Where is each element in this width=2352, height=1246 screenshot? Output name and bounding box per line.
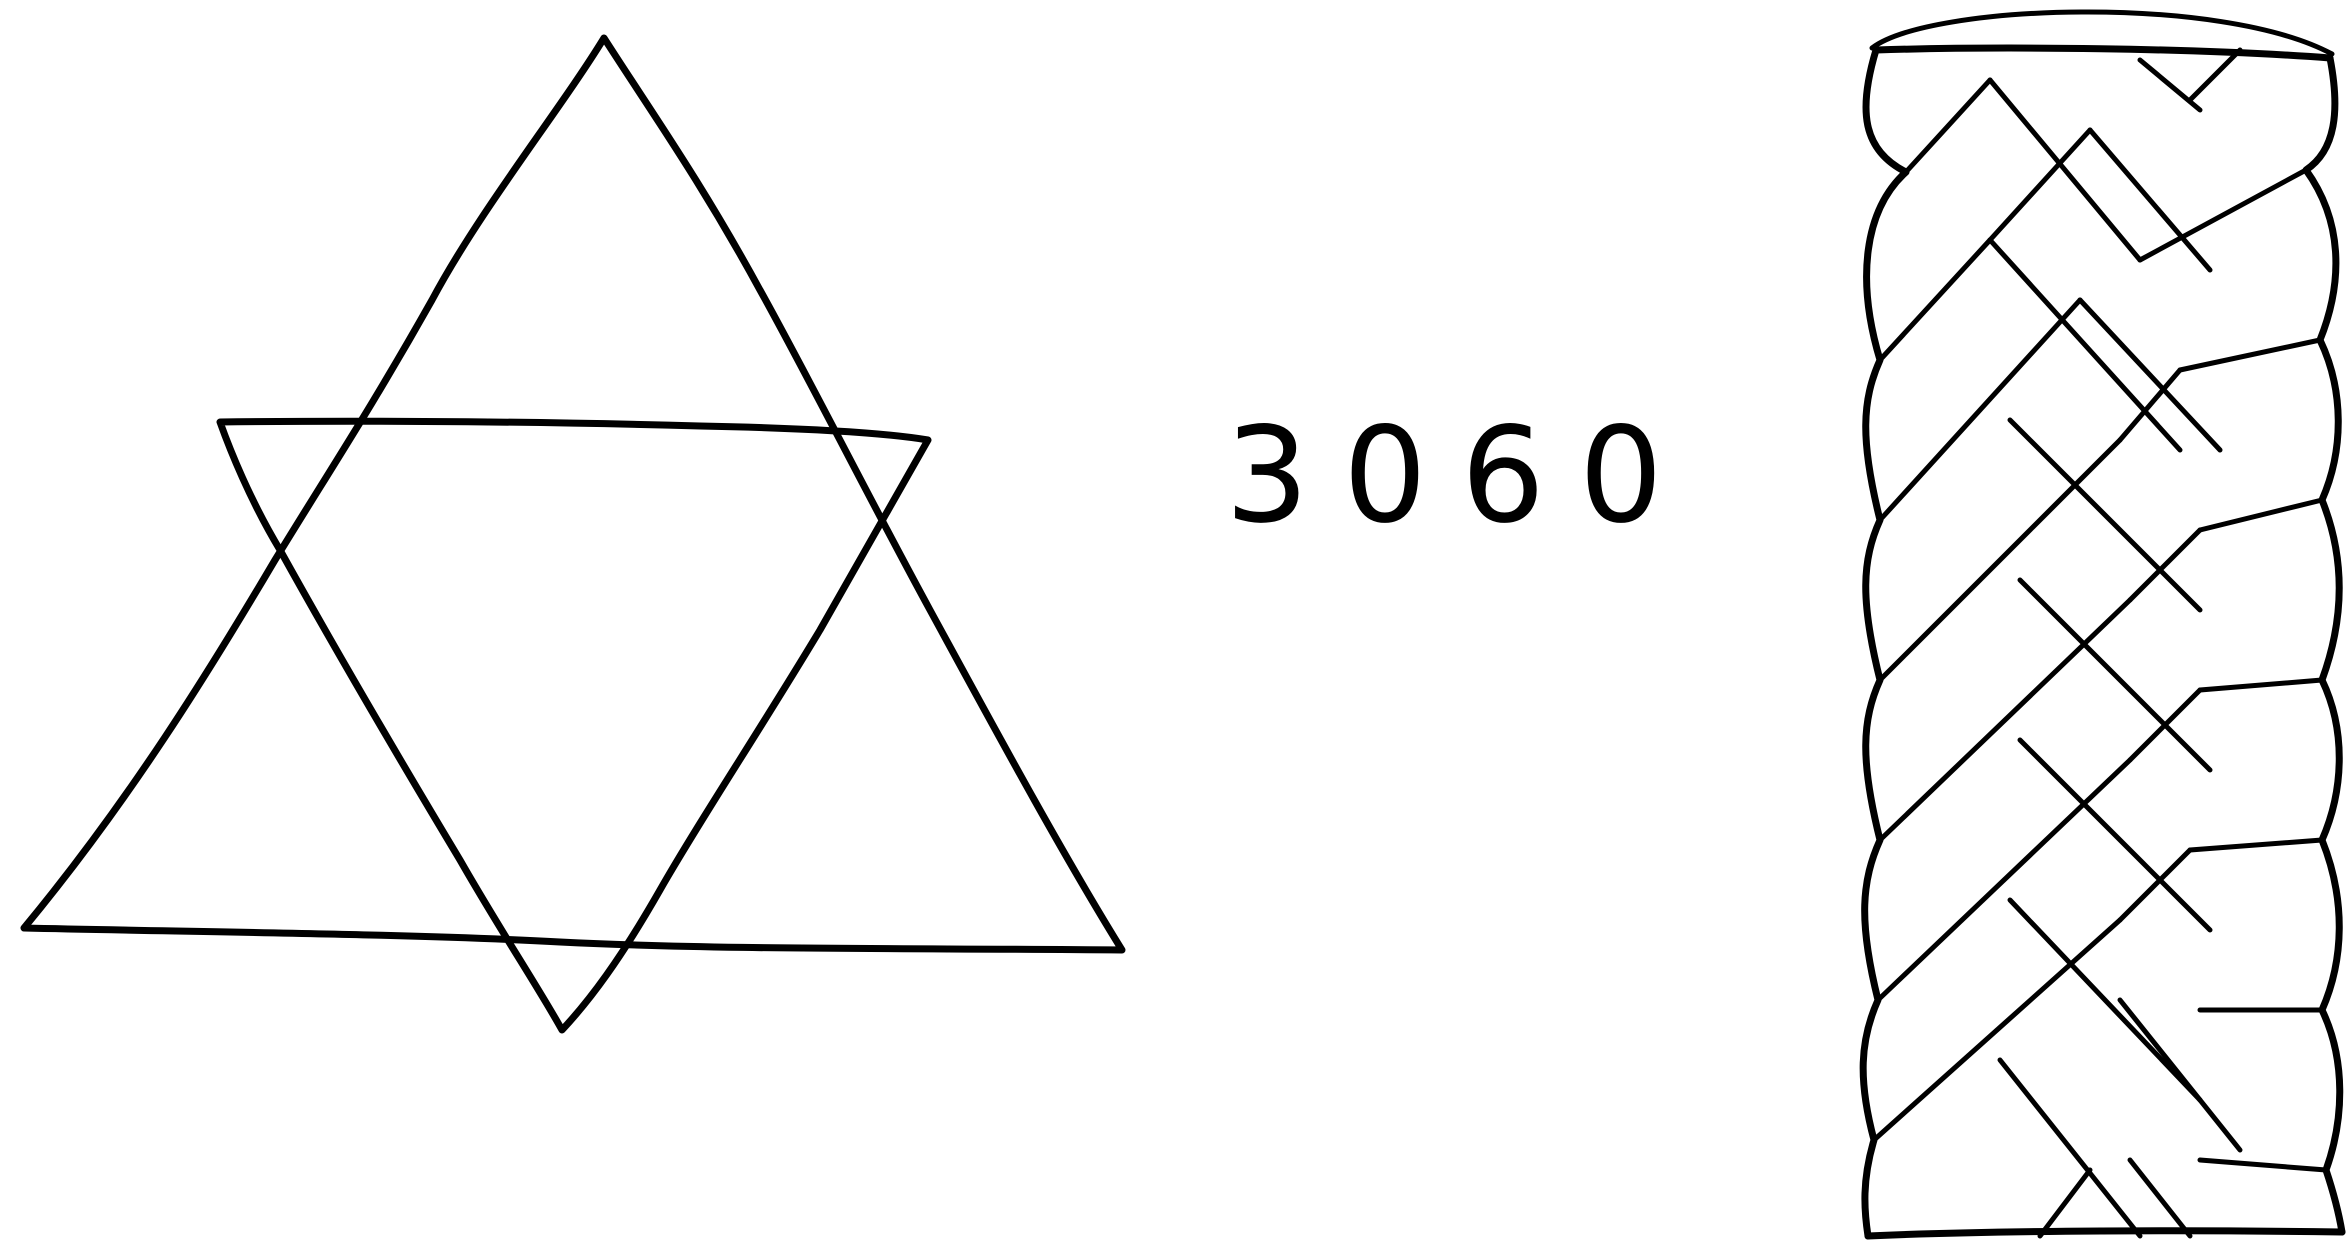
column-bottom-edge (1868, 1231, 2342, 1236)
column-top-edge (1876, 48, 2330, 58)
figure-number-label: 3060 (1225, 410, 1697, 542)
braided-column-figure (1863, 12, 2342, 1236)
braid-strands-rising (1874, 50, 2326, 1236)
hexagram-figure (24, 38, 1122, 1030)
column-left-edge (1863, 50, 1906, 1236)
inverted-triangle (220, 421, 928, 1030)
column-right-edge (2306, 58, 2342, 1232)
braid-strands-falling (1990, 60, 2240, 1236)
upright-triangle (24, 38, 1122, 950)
